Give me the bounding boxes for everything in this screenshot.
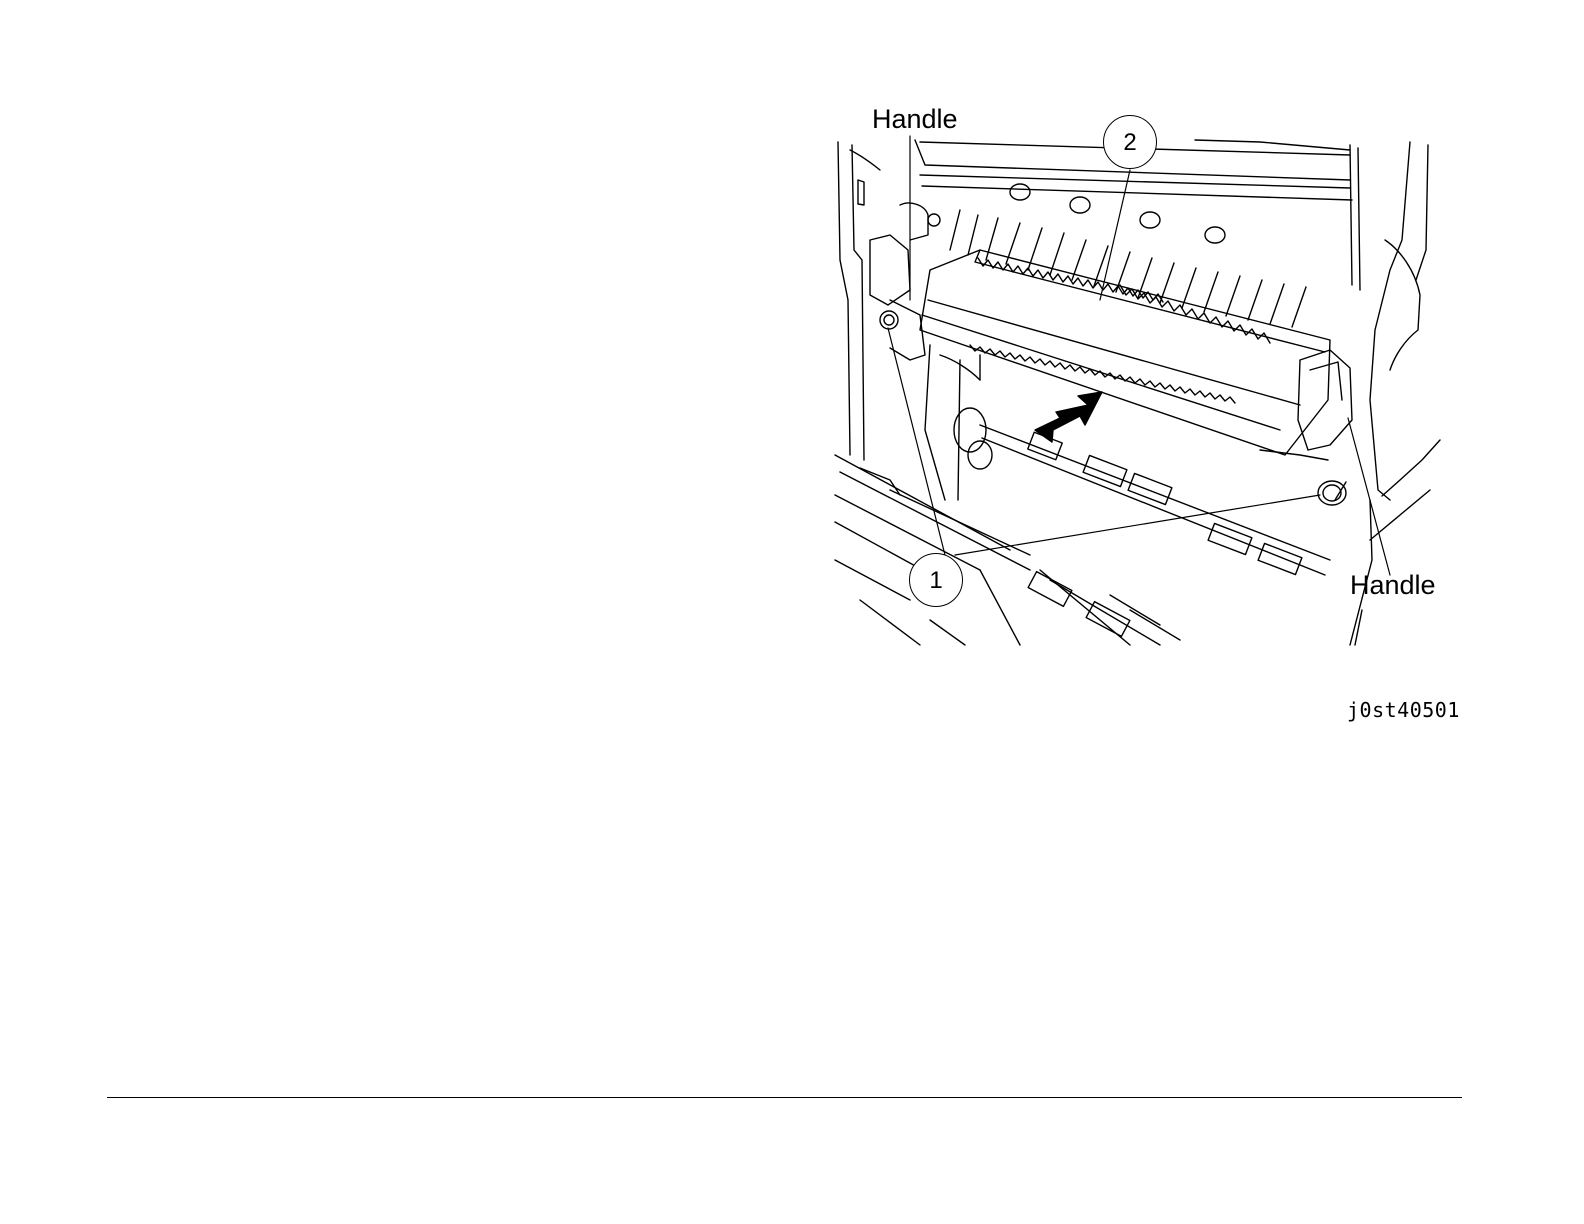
handle-label-top: Handle	[872, 106, 958, 133]
handle-label-bottom: Handle	[1350, 572, 1436, 599]
footer-divider	[107, 1097, 1462, 1098]
callout-1-fasteners: 1	[909, 553, 963, 607]
figure-id: j0st40501	[1347, 700, 1460, 720]
callout-2-fuser: 2	[1103, 115, 1157, 169]
